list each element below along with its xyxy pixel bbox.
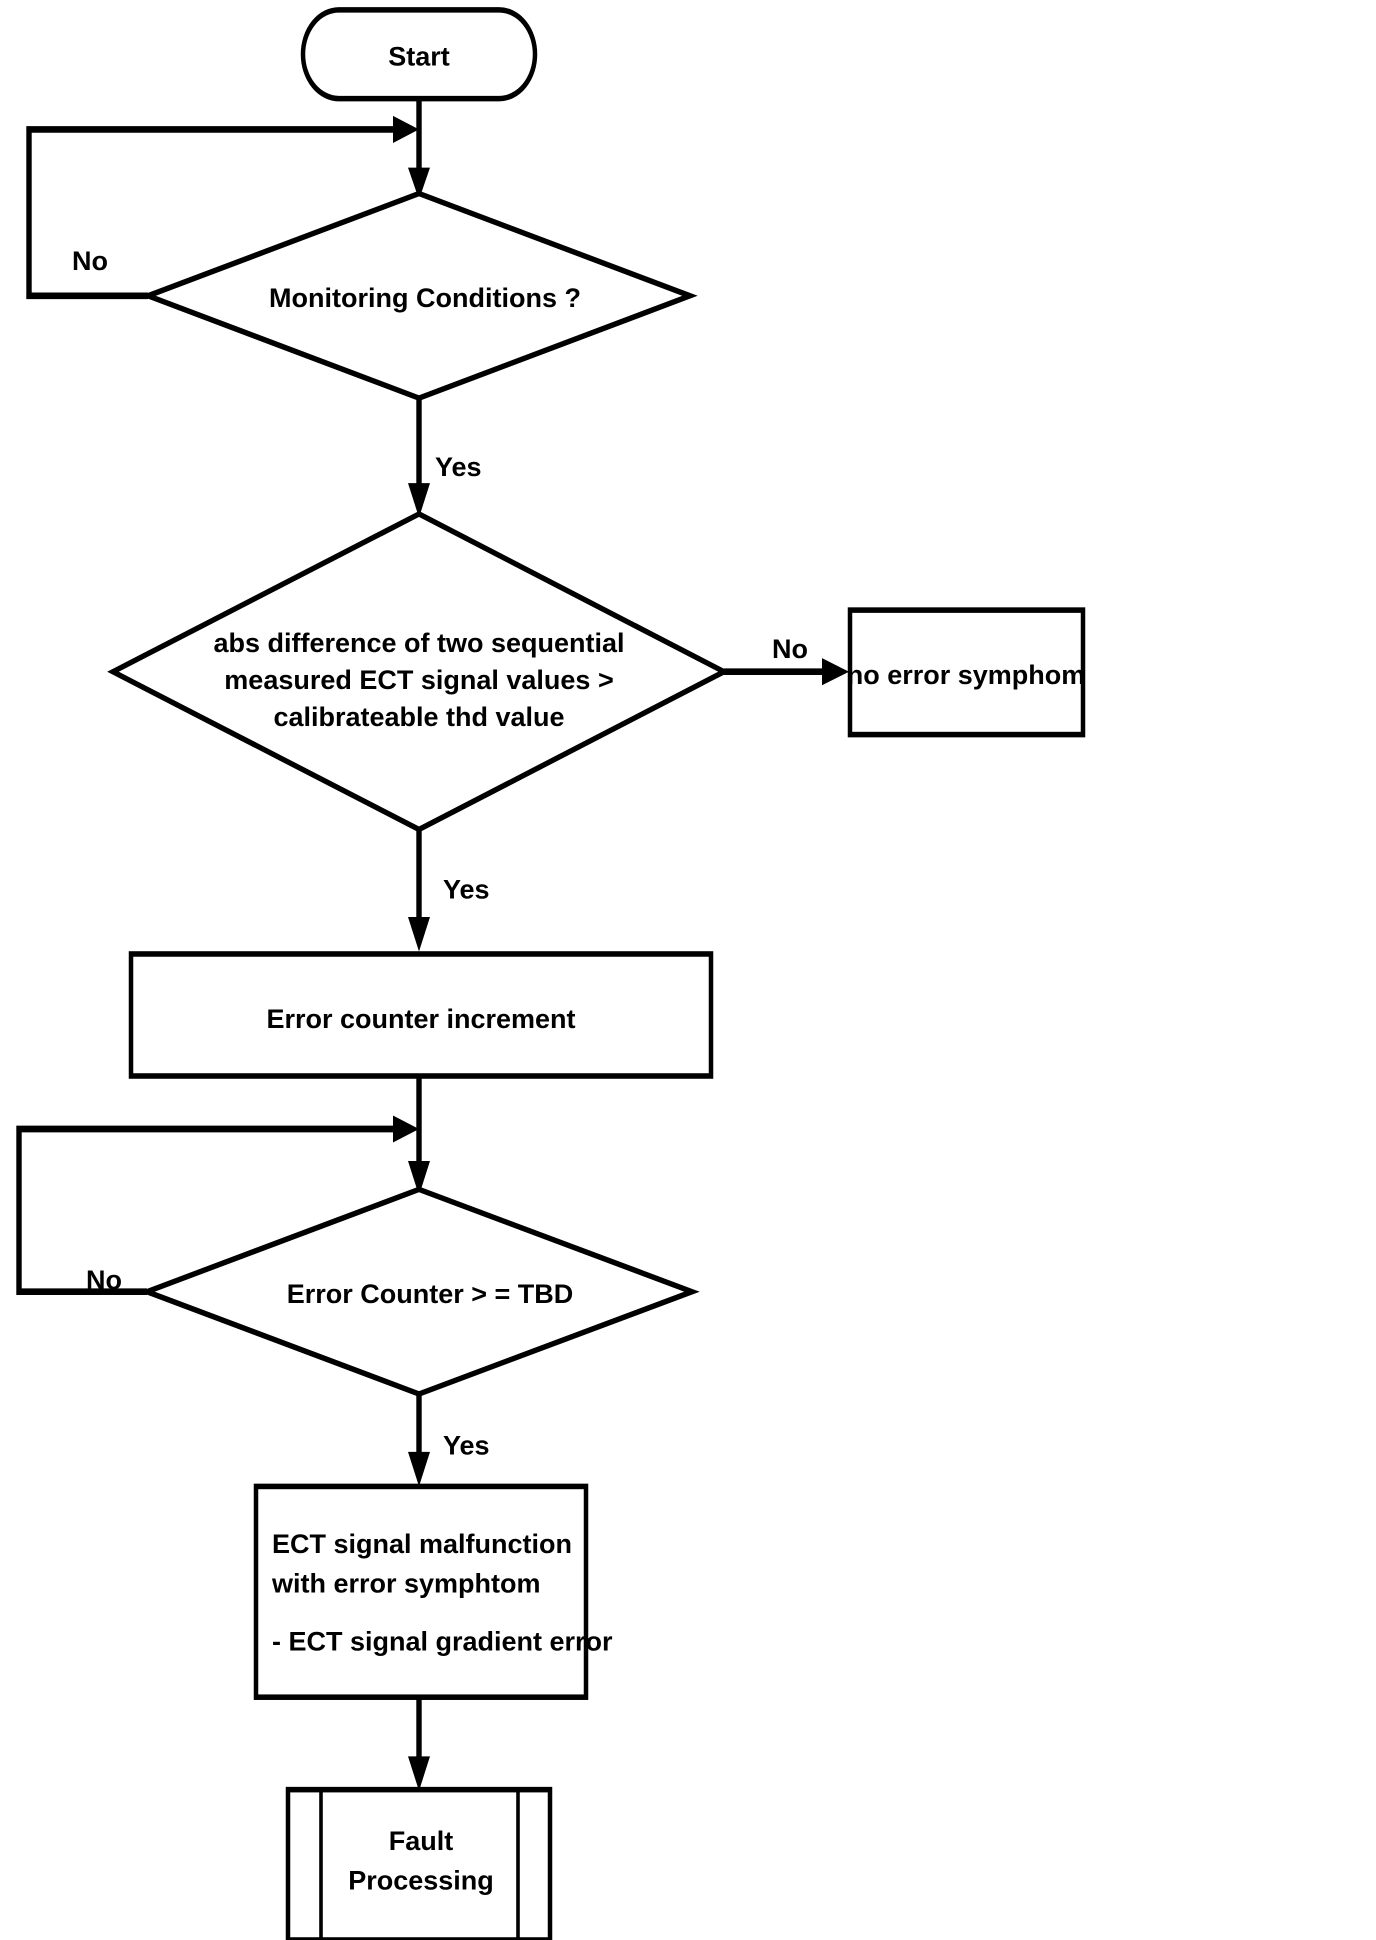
node-no-error-symphom-label: no error symphom [847, 660, 1086, 690]
node-abs-difference-line3: calibrateable thd value [273, 702, 564, 732]
edge-label-counter-yes: Yes [443, 1430, 490, 1460]
connector-start-to-monitoring [408, 98, 430, 200]
connector-counter-no-loop [16, 1115, 419, 1296]
edge-label-abs-difference-no: No [772, 634, 808, 664]
node-monitoring-conditions-label: Monitoring Conditions ? [269, 283, 581, 313]
connector-malfunction-to-fault [408, 1697, 430, 1791]
node-fault-processing[interactable]: Fault Processing [285, 1786, 553, 1940]
connector-abs-difference-yes [408, 829, 430, 952]
node-error-counter-increment[interactable]: Error counter increment [128, 951, 714, 1079]
connector-increment-to-counter-check [408, 1075, 430, 1196]
edge-label-abs-difference-yes: Yes [443, 875, 490, 905]
connector-counter-yes [408, 1393, 430, 1487]
node-fault-processing-line1: Fault [389, 1826, 454, 1856]
edge-label-monitoring-no: No [72, 246, 108, 276]
node-abs-difference[interactable]: abs difference of two sequential measure… [107, 510, 730, 833]
node-error-counter-increment-label: Error counter increment [266, 1004, 575, 1034]
node-monitoring-conditions[interactable]: Monitoring Conditions ? [140, 190, 698, 402]
connector-monitoring-no-loop [26, 115, 419, 300]
node-error-counter-tbd-label: Error Counter > = TBD [287, 1279, 574, 1309]
node-ect-malfunction-line3: - ECT signal gradient error [272, 1626, 613, 1656]
connector-abs-difference-no [724, 658, 849, 686]
edge-label-counter-no: No [86, 1265, 122, 1295]
node-fault-processing-line2: Processing [348, 1865, 494, 1895]
node-start-label: Start [388, 41, 450, 71]
node-abs-difference-line1: abs difference of two sequential [213, 628, 624, 658]
node-error-counter-tbd[interactable]: Error Counter > = TBD [139, 1186, 700, 1397]
node-ect-malfunction[interactable]: ECT signal malfunction with error sympht… [253, 1483, 613, 1700]
flowchart-scale-group: Start Monitoring Conditions ? No Yes abs… [16, 7, 1086, 1940]
node-no-error-symphom[interactable]: no error symphom [847, 607, 1086, 738]
node-ect-malfunction-line1: ECT signal malfunction [272, 1529, 572, 1559]
node-abs-difference-line2: measured ECT signal values > [224, 665, 613, 695]
node-ect-malfunction-line2: with error symphtom [271, 1568, 541, 1598]
edge-label-monitoring-yes: Yes [435, 452, 482, 482]
node-start[interactable]: Start [300, 7, 538, 102]
connector-monitoring-yes [408, 398, 430, 518]
